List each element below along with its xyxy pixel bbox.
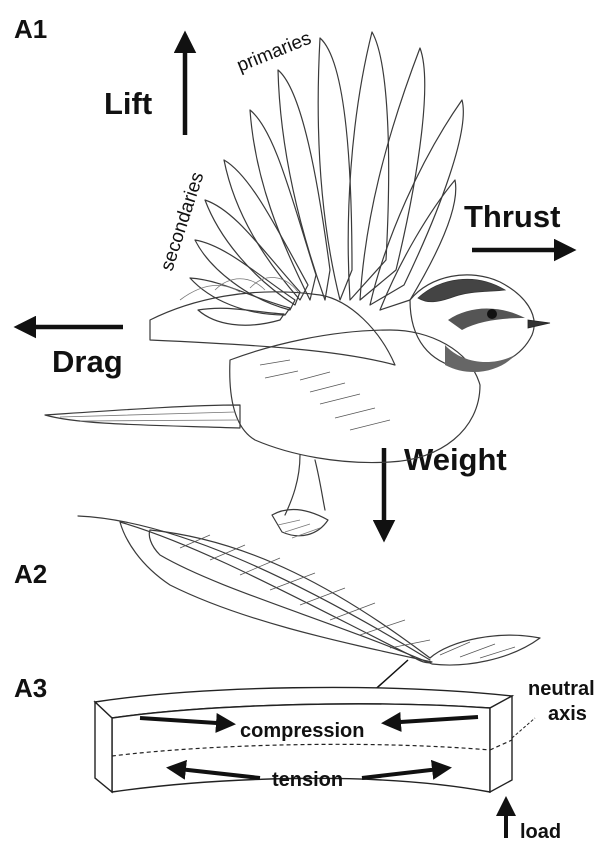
drag-label: Drag [52, 344, 123, 379]
primaries-label: primaries [234, 28, 314, 77]
wing-secondaries [190, 160, 308, 325]
neutral-axis-leader [512, 718, 535, 738]
wing-primaries [250, 32, 463, 310]
beam-diagram: compression tension [95, 687, 535, 838]
panel-label-a3: A3 [14, 673, 47, 703]
tension-label: tension [272, 769, 343, 791]
beam-left-face [95, 702, 112, 792]
panel-label-a2: A2 [14, 559, 47, 589]
feather-illustration [78, 516, 540, 665]
compression-label: compression [240, 720, 364, 742]
load-label: load [520, 821, 561, 843]
beam-side-face [490, 696, 512, 792]
neutral-axis-label-line1: neutral [528, 678, 595, 700]
weight-label: Weight [404, 442, 507, 477]
lift-label: Lift [104, 86, 152, 121]
neutral-axis-label-line2: axis [548, 703, 587, 725]
thrust-label: Thrust [464, 199, 560, 234]
panel-label-a1: A1 [14, 14, 47, 44]
secondaries-label: secondaries [157, 170, 209, 274]
